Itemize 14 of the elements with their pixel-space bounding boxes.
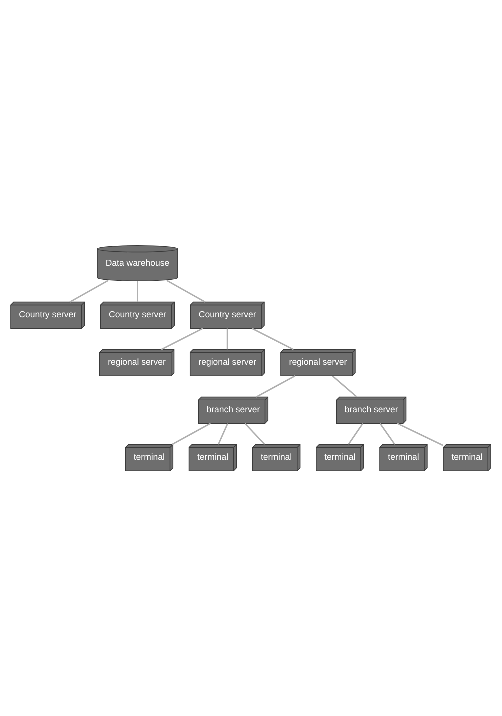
connector	[244, 422, 266, 445]
connector	[166, 279, 206, 302]
connector	[70, 279, 109, 302]
connector	[161, 327, 204, 350]
connector	[332, 375, 358, 398]
connector	[226, 328, 228, 350]
connector	[380, 422, 396, 445]
connector	[256, 374, 296, 398]
connector	[137, 280, 138, 302]
connector	[252, 327, 294, 350]
connector	[397, 422, 444, 446]
connector	[348, 422, 364, 445]
connector	[172, 422, 212, 445]
connector	[218, 422, 229, 444]
